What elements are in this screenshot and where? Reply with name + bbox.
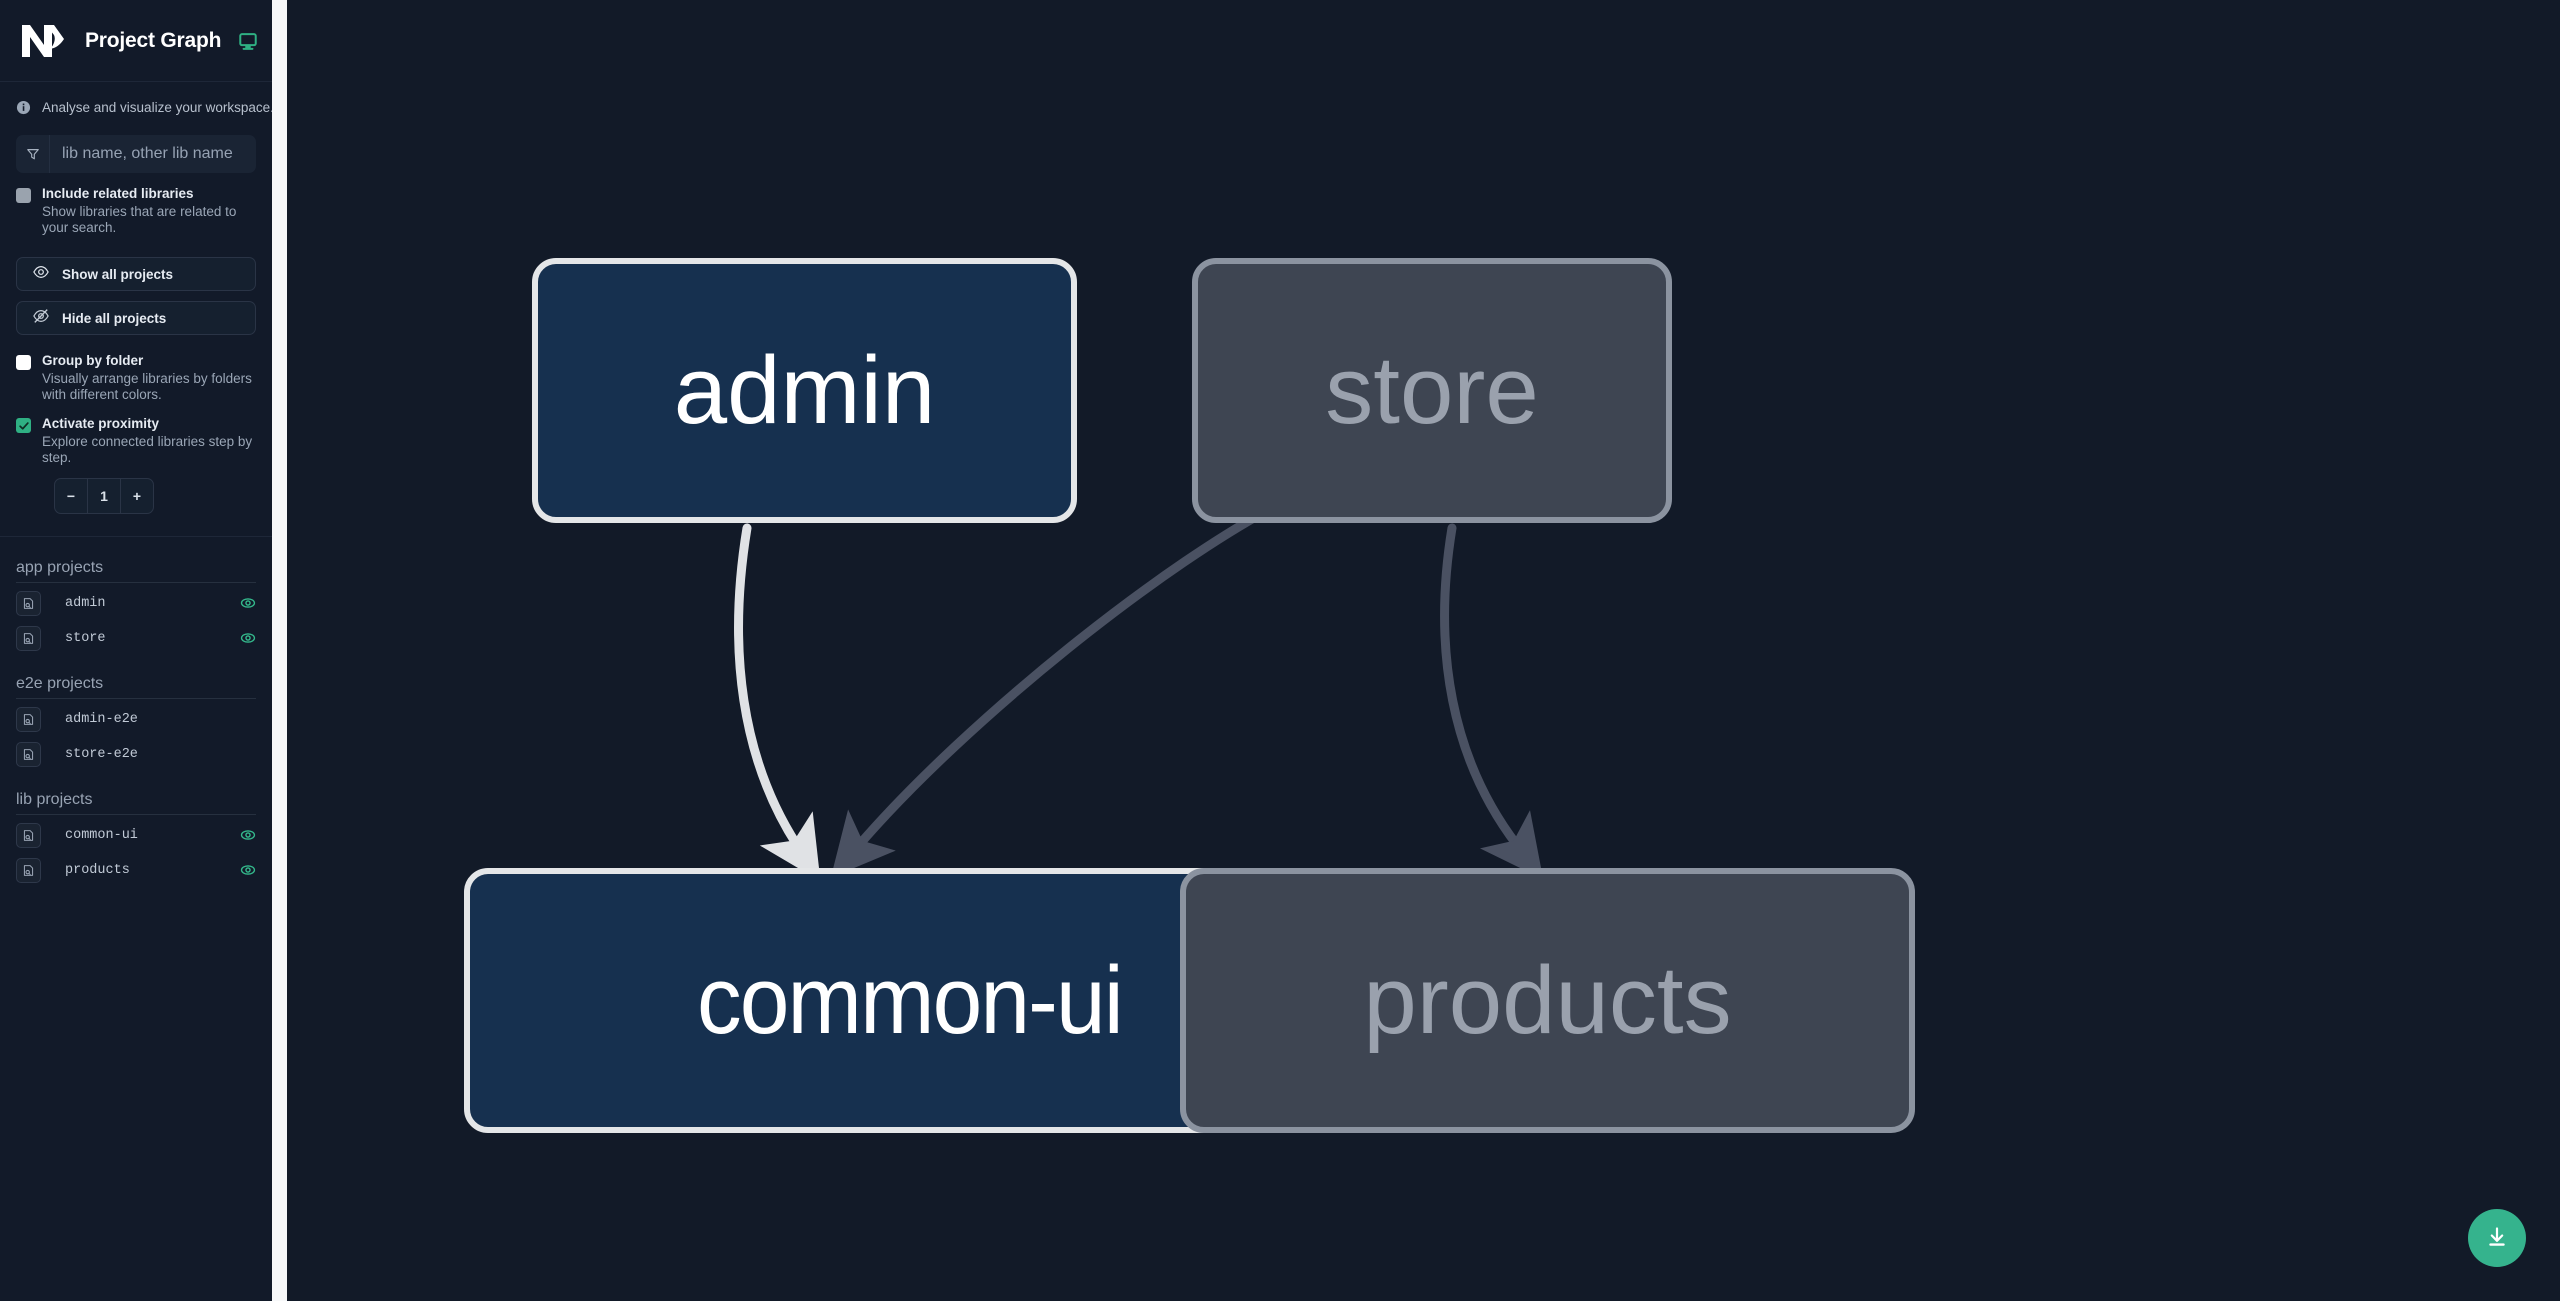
project-icon <box>16 822 41 848</box>
search-bar[interactable] <box>16 135 256 173</box>
group-heading-lib-projects: lib projects <box>16 791 93 808</box>
info-text: Analyse and visualize your workspace. <box>42 100 272 115</box>
project-row-store-e2e[interactable]: store-e2e <box>16 739 256 769</box>
project-name: store <box>65 630 106 646</box>
project-name: products <box>65 862 130 878</box>
project-row-common-ui[interactable]: common-ui <box>16 820 256 850</box>
graph-node-label: products <box>1363 946 1732 1054</box>
graph-node-admin[interactable]: admin <box>532 258 1077 523</box>
option-description: Explore connected libraries step by step… <box>42 434 253 465</box>
nx-logo <box>20 21 66 61</box>
group-rule <box>16 698 256 699</box>
project-icon <box>16 857 41 883</box>
page-title: Project Graph <box>85 28 222 52</box>
hide-all-projects-button[interactable]: Hide all projects <box>16 301 256 335</box>
option-include-related-libraries[interactable]: Include related libraries Show libraries… <box>0 173 272 236</box>
group-rule <box>16 582 256 583</box>
graph-node-label: admin <box>673 336 936 444</box>
eye-icon[interactable] <box>240 630 256 646</box>
info-row: Analyse and visualize your workspace. <box>0 82 272 115</box>
sidebar-scrollbar[interactable] <box>272 0 287 1301</box>
proximity-increment-button[interactable]: + <box>120 479 153 513</box>
graph-node-products[interactable]: products <box>1180 868 1915 1133</box>
proximity-stepper[interactable]: − 1 + <box>54 478 154 514</box>
download-icon <box>2485 1225 2509 1252</box>
show-all-projects-button[interactable]: Show all projects <box>16 257 256 291</box>
info-icon <box>16 100 31 115</box>
graph-edges <box>734 495 1544 882</box>
group-heading-e2e-projects: e2e projects <box>16 675 104 692</box>
option-title: Group by folder <box>42 353 144 368</box>
checkbox-activate-proximity[interactable] <box>16 418 31 433</box>
eye-icon[interactable] <box>240 827 256 843</box>
eye-icon-placeholder <box>240 746 256 762</box>
project-icon <box>16 625 41 651</box>
project-row-products[interactable]: products <box>16 855 256 885</box>
option-title: Include related libraries <box>42 186 194 201</box>
eye-off-icon <box>33 308 49 329</box>
brand-bar: Project Graph <box>0 0 272 82</box>
option-description: Visually arrange libraries by folders wi… <box>42 371 252 402</box>
checkbox-include-related-libraries[interactable] <box>16 188 31 203</box>
proximity-decrement-button[interactable]: − <box>66 488 76 504</box>
project-row-store[interactable]: store <box>16 623 256 653</box>
option-activate-proximity[interactable]: Activate proximity Explore connected lib… <box>0 403 272 466</box>
graph-node-label: common-ui <box>696 946 1124 1054</box>
eye-icon[interactable] <box>240 862 256 878</box>
checkbox-group-by-folder[interactable] <box>16 355 31 370</box>
eye-icon-placeholder <box>240 711 256 727</box>
group-heading-app-projects: app projects <box>16 559 104 576</box>
option-group-by-folder[interactable]: Group by folder Visually arrange librari… <box>0 335 272 403</box>
download-button[interactable] <box>2468 1209 2526 1267</box>
graph-canvas[interactable]: admin store common-ui products <box>287 0 2560 1301</box>
graph-node-store[interactable]: store <box>1192 258 1672 523</box>
project-icon <box>16 590 41 616</box>
option-description: Show libraries that are related to your … <box>42 204 237 235</box>
filter-icon <box>16 135 50 173</box>
project-row-admin[interactable]: admin <box>16 588 256 618</box>
project-name: store-e2e <box>65 746 138 762</box>
edge-store-to-products <box>1440 523 1544 880</box>
project-name: admin-e2e <box>65 711 138 727</box>
option-title: Activate proximity <box>42 416 160 431</box>
project-icon <box>16 706 41 732</box>
graph-node-label: store <box>1325 336 1539 444</box>
project-icon <box>16 741 41 767</box>
project-row-admin-e2e[interactable]: admin-e2e <box>16 704 256 734</box>
edge-admin-to-common-ui <box>734 523 821 882</box>
monitor-icon[interactable] <box>237 30 259 52</box>
search-input[interactable] <box>50 135 256 173</box>
group-rule <box>16 814 256 815</box>
edge-store-to-common-ui <box>830 495 1292 878</box>
project-name: admin <box>65 595 106 611</box>
sidebar: Project Graph Analyse and visualize your… <box>0 0 272 1301</box>
sidebar-divider <box>0 536 272 537</box>
proximity-value: 1 <box>87 479 120 513</box>
show-all-projects-label: Show all projects <box>62 266 174 282</box>
eye-icon <box>33 264 49 285</box>
eye-icon[interactable] <box>240 595 256 611</box>
project-name: common-ui <box>65 827 138 843</box>
hide-all-projects-label: Hide all projects <box>62 310 167 326</box>
